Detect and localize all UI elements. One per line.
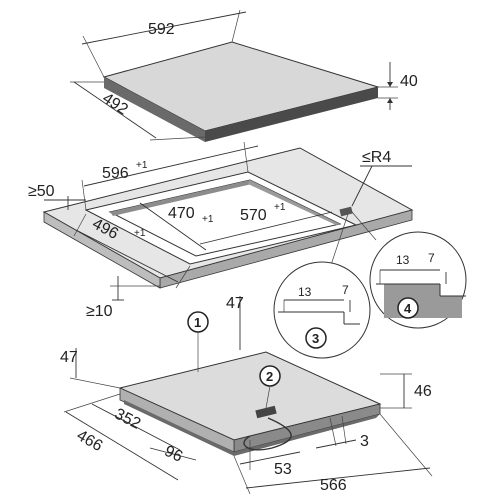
offset-a-label: 96: [162, 443, 185, 466]
callout-2: 2: [259, 365, 281, 409]
thickness-min-label: ≥10: [86, 303, 113, 320]
cutout-width-label: 596: [102, 165, 129, 182]
inner-width-tol: +1: [274, 202, 286, 213]
inner-depth-tol: +1: [202, 214, 214, 225]
cutout-width-tol: +1: [136, 160, 148, 171]
leader-detail-3: [329, 213, 349, 269]
connection-box: [255, 405, 277, 419]
dim-offset-b: 53: [239, 440, 301, 478]
leader-detail-4: [351, 211, 377, 241]
cutout-rebate-right: [248, 180, 340, 225]
callout-1: 1: [187, 311, 209, 372]
inner-width-label: 570: [240, 207, 267, 224]
detail-3-number: 3: [312, 331, 319, 346]
detail-4-number: 4: [404, 301, 412, 316]
dim-hob-width: 592: [81, 9, 247, 78]
dim-left-clearance: 47: [60, 348, 121, 389]
hob-left-edge: [104, 77, 205, 142]
top-clearance-label: 47: [226, 295, 244, 312]
detail-4-width: 13: [396, 253, 410, 267]
cutout-depth-tol: +1: [134, 228, 146, 239]
rebate-marker: [339, 206, 353, 217]
dim-cutout-width: 596 +1: [81, 141, 259, 211]
hob-width-label: 592: [148, 21, 175, 38]
dim-unit-height: 46: [380, 373, 432, 409]
radius-label: ≤R4: [362, 149, 391, 166]
hob-top: [102, 41, 380, 132]
unit-height-label: 46: [414, 383, 432, 400]
hob-height-label: 40: [400, 73, 418, 90]
dim-hob-height: 40: [378, 62, 418, 110]
detail-3-height: 7: [342, 283, 349, 297]
dim-radius: ≤R4: [351, 149, 412, 207]
hob-front-edge: [205, 87, 378, 142]
offset-c-label: 3: [360, 433, 369, 450]
dim-inner-depth: 470 +1: [139, 202, 214, 251]
left-clearance-label: 47: [60, 349, 78, 366]
detail-4-height: 7: [428, 251, 435, 265]
unit-base-rim: [124, 400, 380, 456]
worktop-left: [43, 211, 161, 289]
detail-4: 13 7 4: [369, 231, 467, 329]
hob: [102, 41, 380, 142]
appliance-body: [118, 351, 382, 456]
dim-thickness-min: ≥10: [86, 276, 160, 320]
unit-width-label: 566: [320, 477, 347, 494]
svg-text:2: 2: [266, 369, 273, 384]
dim-top-clearance: 47: [226, 295, 244, 350]
inner-depth-label: 470: [168, 205, 195, 222]
front-min-label: ≥50: [28, 183, 55, 200]
detail-3-width: 13: [298, 285, 312, 299]
dim-inner-width: 570 +1: [199, 202, 333, 245]
dim-offset-a: 96: [149, 443, 197, 466]
offset-b-label: 53: [274, 461, 292, 478]
dim-unit-width: 566: [233, 413, 433, 495]
dim-offset-c: 3: [315, 415, 369, 450]
dim-front-min: ≥50: [28, 183, 86, 210]
connection-cable: [243, 417, 292, 451]
detail-3: 13 7 3: [273, 261, 371, 359]
depth-b-label: 466: [74, 427, 106, 455]
svg-text:1: 1: [194, 315, 201, 330]
dim-depth-a: 352: [91, 403, 181, 451]
worktop: [42, 147, 414, 289]
